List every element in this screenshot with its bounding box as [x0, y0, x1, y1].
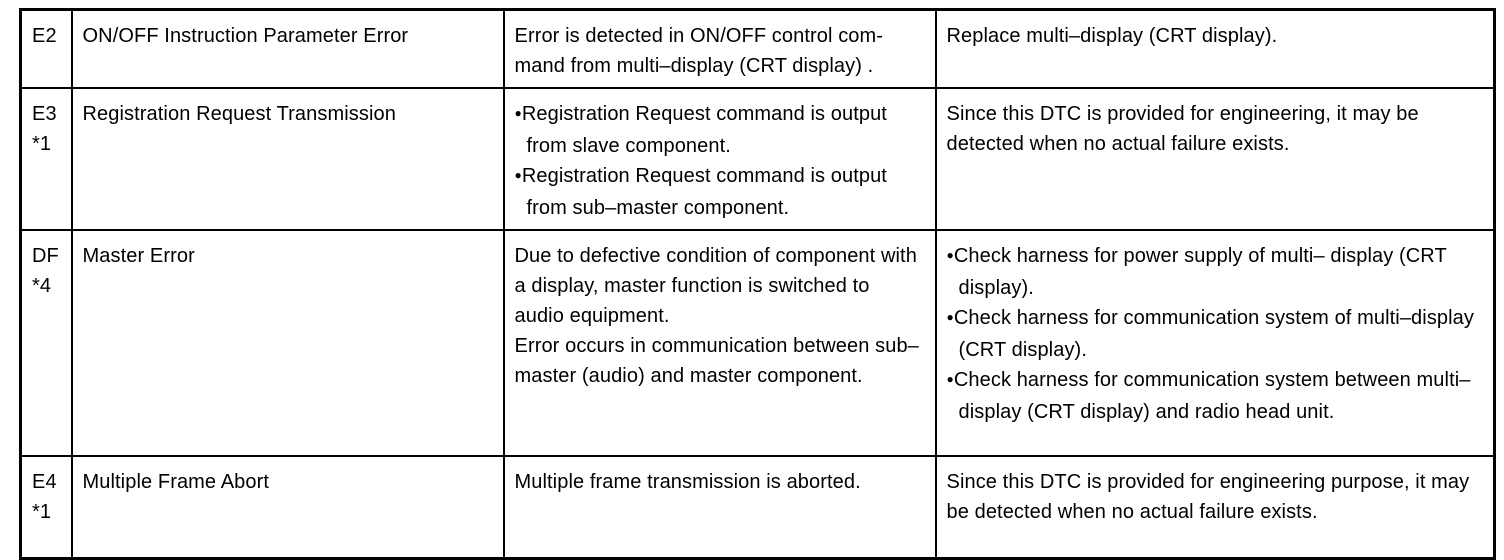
dtc-code-cell: E3 *1	[19, 87, 73, 231]
condition-bullet: Registration Request command is output f…	[515, 161, 925, 223]
trouble-condition-cell: Multiple frame transmission is aborted.	[502, 455, 937, 559]
trouble-area-cell: Replace multi–display (CRT display).	[934, 8, 1496, 89]
detection-item: Registration Request Transmission	[82, 103, 396, 125]
table-row: DF *4 Master Error Due to defective cond…	[19, 229, 1496, 457]
condition-text: Multiple frame transmission is aborted.	[514, 471, 861, 493]
dtc-code-cell: DF *4	[19, 229, 73, 457]
area-text: Since this DTC is provided for engineeri…	[946, 471, 1470, 523]
trouble-condition-cell: Due to defective condition of component …	[502, 229, 937, 457]
dtc-code: E2	[32, 25, 57, 47]
detection-item: Master Error	[82, 245, 195, 267]
dtc-footnote: *4	[32, 275, 52, 297]
trouble-condition-cell: Registration Request command is output f…	[502, 87, 937, 231]
trouble-area-cell: Check harness for power supply of multi–…	[934, 229, 1496, 457]
table-row: E3 *1 Registration Request Transmission …	[19, 87, 1496, 231]
dtc-code: E4	[32, 471, 57, 493]
area-text: Since this DTC is provided for engineeri…	[946, 103, 1419, 155]
area-text: Replace multi–display (CRT display).	[946, 25, 1278, 47]
area-bullet: Check harness for communication system b…	[947, 365, 1484, 427]
detection-item-cell: Multiple Frame Abort	[70, 455, 505, 559]
dtc-footnote: *1	[32, 501, 52, 523]
detection-item: ON/OFF Instruction Parameter Error	[82, 25, 409, 47]
table-row: E2 ON/OFF Instruction Parameter Error Er…	[19, 8, 1496, 89]
condition-text: Error occurs in communication between su…	[514, 335, 919, 387]
area-bullet: Check harness for power supply of multi–…	[947, 241, 1484, 303]
dtc-code: E3	[32, 103, 57, 125]
dtc-code: DF	[32, 245, 59, 267]
dtc-code-cell: E4 *1	[19, 455, 73, 559]
detection-item-cell: Master Error	[70, 229, 505, 457]
condition-bullet: Registration Request command is output f…	[515, 99, 925, 161]
condition-text: Error is detected in ON/OFF control com-…	[514, 25, 884, 77]
dtc-code-cell: E2	[19, 8, 73, 89]
dtc-footnote: *1	[32, 133, 52, 155]
detection-item-cell: ON/OFF Instruction Parameter Error	[70, 8, 505, 89]
dtc-table: E2 ON/OFF Instruction Parameter Error Er…	[19, 8, 1496, 560]
trouble-area-cell: Since this DTC is provided for engineeri…	[934, 87, 1496, 231]
condition-text: Due to defective condition of component …	[514, 245, 917, 327]
table-row: E4 *1 Multiple Frame Abort Multiple fram…	[19, 455, 1496, 559]
area-bullet: Check harness for communication system o…	[947, 303, 1484, 365]
trouble-condition-cell: Error is detected in ON/OFF control com-…	[502, 8, 937, 89]
detection-item-cell: Registration Request Transmission	[70, 87, 505, 231]
detection-item: Multiple Frame Abort	[82, 471, 270, 493]
trouble-area-cell: Since this DTC is provided for engineeri…	[934, 455, 1496, 559]
